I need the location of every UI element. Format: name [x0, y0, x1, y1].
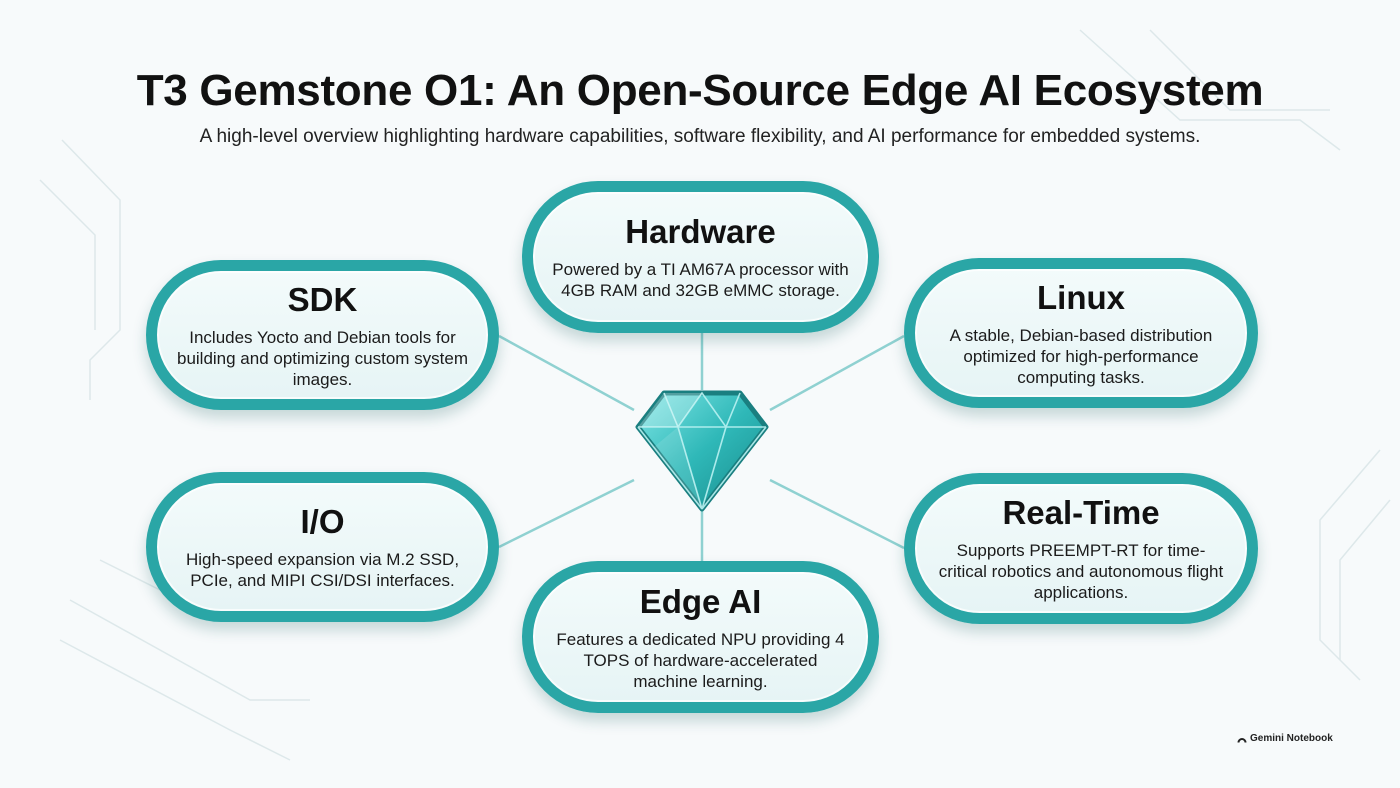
- hardware-title: Hardware: [625, 213, 776, 250]
- hardware-card: Hardware Powered by a TI AM67A processor…: [522, 181, 879, 333]
- edgeai-title: Edge AI: [639, 582, 762, 620]
- io-description: High-speed expansion via M.2 SSD, PCIe, …: [185, 550, 460, 590]
- diamond-gem-icon: [635, 390, 769, 512]
- connector-io: [498, 478, 635, 549]
- connector-realtime: [769, 478, 905, 550]
- page-title: T3 Gemstone O1: An Open-Source Edge AI E…: [136, 66, 1264, 115]
- sdk-description: Includes Yocto and Debian tools for buil…: [176, 327, 469, 389]
- hardware-description: Powered by a TI AM67A processor with 4GB…: [552, 260, 849, 300]
- edgeai-card: Edge AI Features a dedicated NPU providi…: [522, 561, 879, 713]
- io-card: I/O High-speed expansion via M.2 SSD, PC…: [146, 472, 499, 622]
- realtime-description: Supports PREEMPT-RT for time-critical ro…: [938, 541, 1224, 602]
- sdk-card: SDK Includes Yocto and Debian tools for …: [146, 260, 499, 410]
- io-title: I/O: [300, 503, 345, 540]
- linux-description: A stable, Debian-based distribution opti…: [949, 325, 1213, 387]
- linux-title: Linux: [1037, 278, 1125, 316]
- edgeai-description: Features a dedicated NPU providing 4 TOP…: [556, 629, 845, 691]
- linux-card: Linux A stable, Debian-based distributio…: [904, 258, 1258, 408]
- page-subtitle: A high-level overview highlighting hardw…: [199, 126, 1201, 147]
- realtime-card: Real-Time Supports PREEMPT-RT for time-c…: [904, 473, 1258, 624]
- realtime-title: Real-Time: [1002, 494, 1160, 531]
- sdk-title: SDK: [287, 280, 358, 318]
- connector-linux: [769, 334, 905, 412]
- connector-sdk: [498, 334, 635, 412]
- brand-watermark: Gemini Notebook: [1237, 733, 1333, 744]
- notebook-logo-icon: [1237, 737, 1247, 742]
- brand-label: Gemini Notebook: [1250, 733, 1333, 744]
